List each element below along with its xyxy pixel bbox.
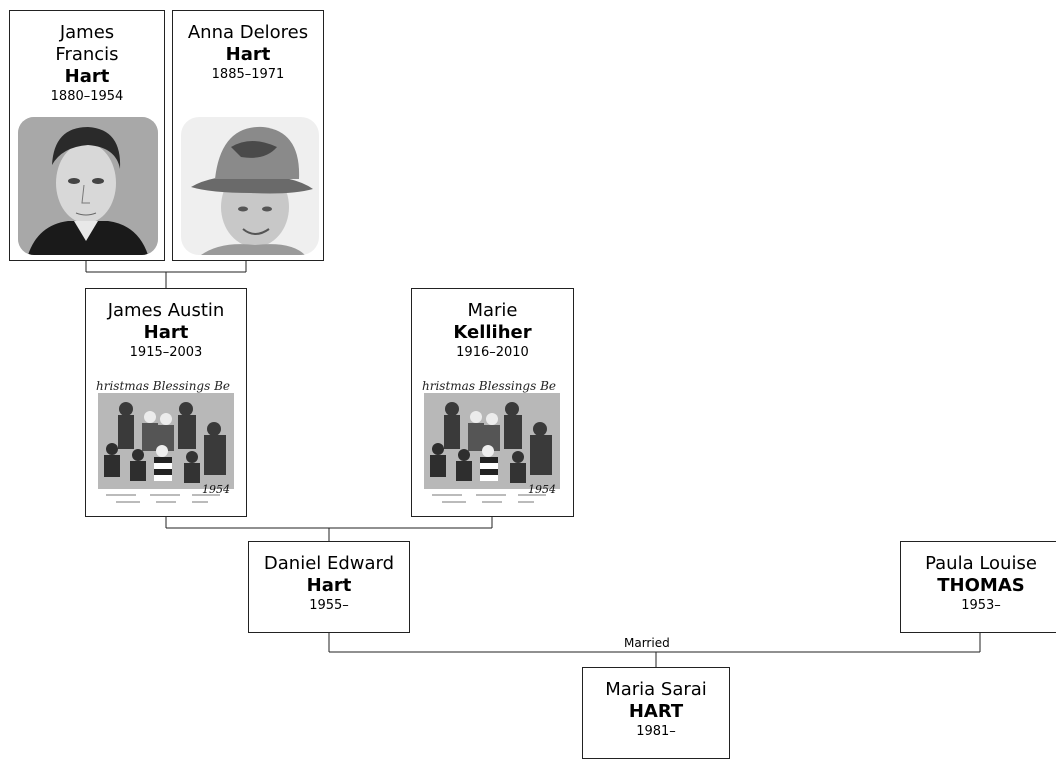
life-years: 1953– — [961, 598, 1001, 613]
family-christmas-card-photo[interactable]: hristmas Blessings Be 1954 — [422, 379, 562, 509]
photo-caption: hristmas Blessings Be — [96, 379, 231, 393]
life-years: 1915–2003 — [129, 345, 203, 360]
surname: Hart — [143, 322, 189, 343]
portrait-woman-hat-photo[interactable] — [181, 117, 319, 255]
married-label: Married — [624, 636, 670, 650]
given-name: Paula Louise — [925, 553, 1037, 574]
given-name: James Francis — [55, 22, 119, 65]
photo-year: 1954 — [528, 483, 556, 496]
given-name: Maria Sarai — [605, 679, 707, 700]
given-name: Daniel Edward — [263, 553, 395, 574]
photo-caption: hristmas Blessings Be — [422, 379, 557, 393]
given-name: Anna Delores — [187, 22, 309, 43]
family-christmas-card-photo[interactable]: hristmas Blessings Be 1954 — [96, 379, 236, 509]
life-years: 1880–1954 — [50, 89, 124, 104]
surname: Hart — [306, 575, 352, 596]
life-years: 1955– — [309, 598, 349, 613]
life-years: 1885–1971 — [211, 67, 285, 82]
surname: Kelliher — [453, 322, 532, 343]
surname: THOMAS — [937, 575, 1025, 596]
surname: Hart — [64, 66, 110, 87]
given-name: James Austin — [107, 300, 225, 321]
life-years: 1916–2010 — [456, 345, 529, 360]
given-name: Marie — [467, 300, 518, 321]
photo-year: 1954 — [202, 483, 230, 496]
portrait-man-photo[interactable] — [18, 117, 158, 255]
surname: HART — [628, 701, 684, 722]
surname: Hart — [225, 44, 271, 65]
life-years: 1981– — [636, 724, 676, 739]
